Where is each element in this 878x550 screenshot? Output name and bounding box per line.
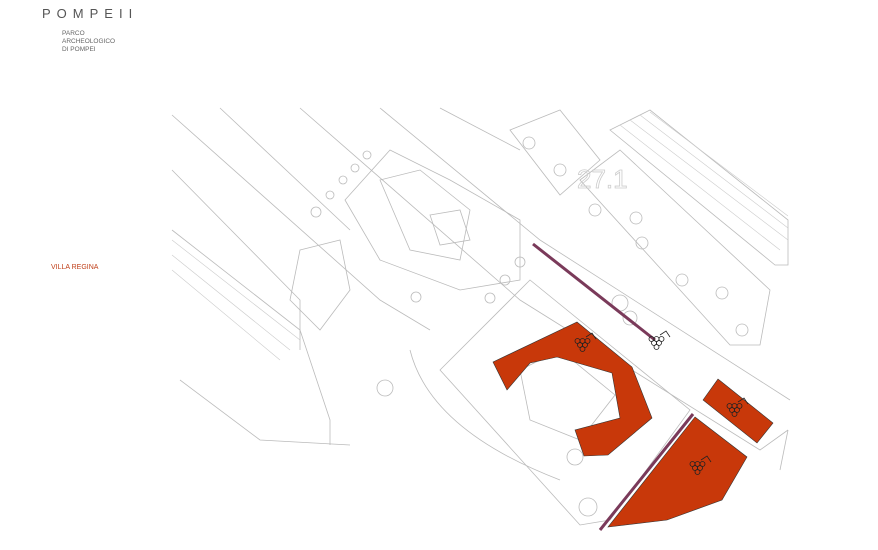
subtitle-line: DI POMPEI bbox=[62, 46, 96, 53]
trees bbox=[310, 136, 749, 517]
logo-subtitle: PARCO ARCHEOLOGICO DI POMPEI bbox=[62, 30, 142, 54]
site-label[interactable]: VILLA REGINA bbox=[51, 264, 99, 271]
vineyard-areas bbox=[492, 321, 774, 528]
vineyard-area[interactable] bbox=[702, 378, 774, 444]
region-number: 27.1 bbox=[577, 164, 628, 194]
grape-icons bbox=[574, 330, 749, 475]
hatching bbox=[171, 111, 789, 361]
grape-icon bbox=[574, 332, 597, 352]
plan-lines bbox=[171, 107, 791, 526]
grape-icon bbox=[648, 330, 671, 350]
logo: POMPEII bbox=[42, 5, 138, 23]
grape-icon bbox=[689, 455, 712, 475]
path-line bbox=[532, 242, 656, 342]
path-line bbox=[598, 413, 695, 531]
vineyard-area[interactable] bbox=[607, 416, 748, 528]
logo-wordmark: POMPEII bbox=[42, 6, 139, 21]
grape-icon bbox=[726, 397, 749, 417]
subtitle-line: ARCHEOLOGICO bbox=[62, 38, 116, 45]
vineyard-area[interactable] bbox=[492, 321, 653, 457]
subtitle-line: PARCO bbox=[62, 30, 85, 37]
